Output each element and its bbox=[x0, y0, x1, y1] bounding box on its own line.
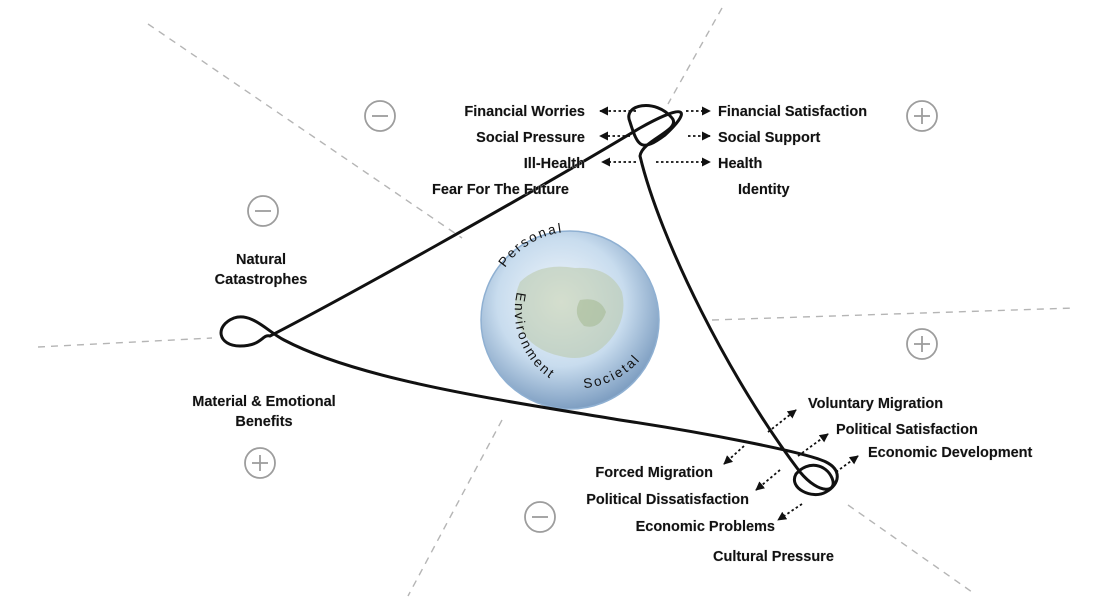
plus-icon bbox=[906, 328, 938, 360]
arrow-political-dissatisfaction bbox=[755, 469, 781, 491]
label-economic-problems: Economic Problems bbox=[636, 519, 775, 535]
societal-arrows bbox=[723, 409, 859, 521]
label-political-dissatisfaction: Political Dissatisfaction bbox=[586, 492, 749, 508]
label-health: Health bbox=[718, 156, 762, 172]
globe-landmass bbox=[515, 266, 624, 358]
minus-icon bbox=[364, 100, 396, 132]
label-social-pressure: Social Pressure bbox=[476, 130, 585, 146]
minus-icon bbox=[524, 501, 556, 533]
arrow-voluntary-migration bbox=[767, 409, 797, 433]
divider-upper-left bbox=[147, 23, 463, 239]
divider-lines bbox=[37, 7, 1075, 597]
personal-labels: Financial Worries Social Pressure Ill-He… bbox=[432, 104, 868, 199]
divider-left bbox=[37, 337, 213, 348]
label-political-satisfaction: Political Satisfaction bbox=[836, 422, 978, 438]
divider-lower-right bbox=[847, 504, 973, 593]
arrow-economic-development bbox=[835, 455, 859, 473]
label-social-support: Social Support bbox=[718, 130, 820, 146]
arrow-economic-problems bbox=[777, 503, 803, 521]
arrow-political-satisfaction bbox=[797, 433, 829, 457]
plus-icon bbox=[244, 447, 276, 479]
plus-icon bbox=[906, 100, 938, 132]
environmental-labels: Natural Catastrophes Material & Emotiona… bbox=[192, 252, 336, 431]
triangle-loop bbox=[219, 104, 839, 497]
label-natural-catastrophes-line2: Catastrophes bbox=[215, 272, 308, 288]
label-forced-migration: Forced Migration bbox=[595, 465, 713, 481]
label-fear-for-the-future: Fear For The Future bbox=[432, 182, 569, 198]
sign-markers bbox=[244, 100, 938, 533]
divider-lower-left bbox=[407, 419, 503, 597]
label-material-benefits-line2: Benefits bbox=[235, 414, 292, 430]
personal-arrows bbox=[599, 106, 711, 167]
divider-right bbox=[711, 307, 1075, 321]
label-financial-worries: Financial Worries bbox=[464, 104, 585, 120]
divider-upper-right bbox=[667, 7, 723, 105]
label-natural-catastrophes-line1: Natural bbox=[236, 252, 286, 268]
label-material-benefits-line1: Material & Emotional bbox=[192, 394, 335, 410]
label-financial-satisfaction: Financial Satisfaction bbox=[718, 104, 867, 120]
label-cultural-pressure: Cultural Pressure bbox=[713, 549, 834, 565]
label-ill-health: Ill-Health bbox=[524, 156, 585, 172]
arrow-forced-migration bbox=[723, 445, 745, 465]
minus-icon bbox=[247, 195, 279, 227]
label-identity: Identity bbox=[738, 182, 790, 198]
societal-labels: Voluntary Migration Political Satisfacti… bbox=[586, 396, 1033, 566]
label-voluntary-migration: Voluntary Migration bbox=[808, 396, 943, 412]
globe: Personal Environmental Societal bbox=[0, 0, 660, 410]
label-economic-development: Economic Development bbox=[868, 445, 1033, 461]
globe-landmass-2 bbox=[576, 299, 606, 327]
loop-path bbox=[219, 104, 839, 497]
